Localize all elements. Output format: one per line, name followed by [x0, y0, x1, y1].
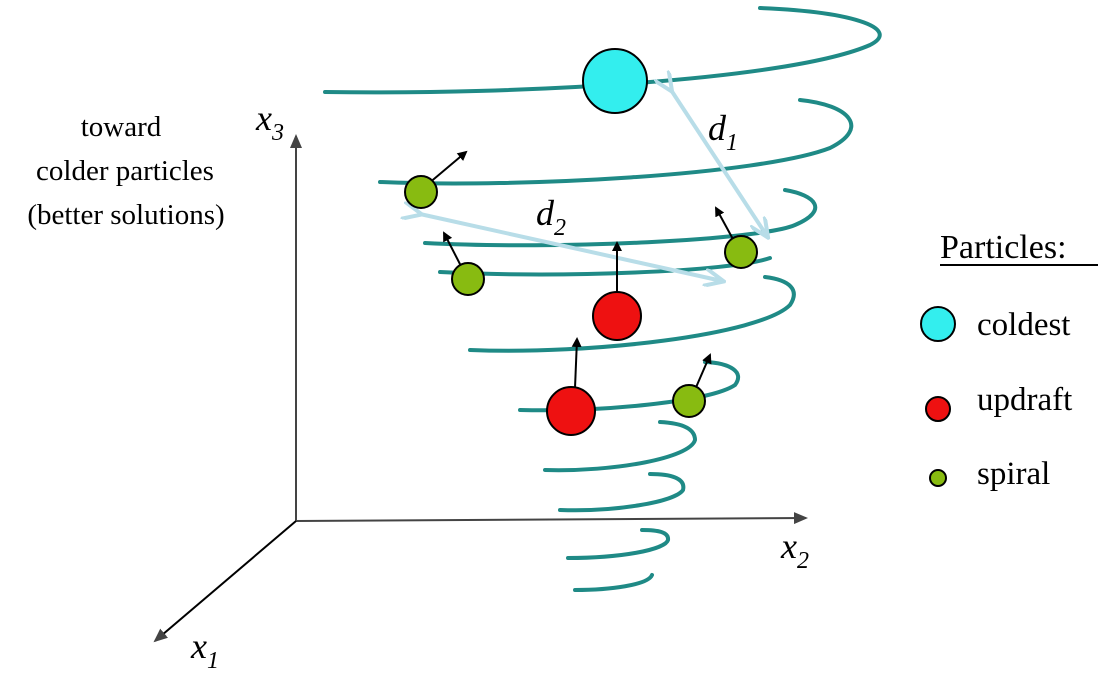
spiral-arrow-1 [427, 150, 468, 185]
d1-arrow [671, 90, 767, 236]
legend-swatch-updraft [925, 396, 951, 422]
x3-axis-label: x3 [255, 98, 284, 146]
x2-axis-label: x2 [780, 526, 809, 574]
legend: Particles: coldest updraft spiral [920, 229, 1098, 492]
legend-title: Particles: [940, 229, 1067, 266]
spiral-ring-2 [378, 98, 854, 186]
legend-label-coldest: coldest [977, 307, 1070, 343]
updraft-arrow-2 [571, 337, 582, 389]
legend-label-updraft: updraft [977, 382, 1072, 418]
axes [153, 134, 808, 643]
spiral-particle-3 [724, 235, 758, 269]
x1-axis-line [153, 520, 297, 643]
distance-labels: d1 d2 [536, 108, 738, 241]
axis-labels: x3 x2 x1 [190, 98, 809, 674]
spiral-particle-2 [451, 262, 485, 296]
coldest-particle [582, 48, 648, 114]
legend-label-spiral: spiral [977, 456, 1050, 492]
side-note-line-3: (better solutions) [27, 199, 224, 231]
d1-label: d1 [708, 108, 738, 156]
side-note-line-2: colder particles [36, 155, 214, 187]
spiral-ring-10 [573, 573, 654, 592]
updraft-particle-1 [592, 291, 642, 341]
legend-swatch-coldest [920, 306, 956, 342]
spiral-ring-1 [323, 6, 882, 95]
d2-arrow [420, 214, 722, 281]
updraft-particle-2 [546, 386, 596, 436]
x2-axis-line [295, 512, 808, 525]
side-note: toward colder particles (better solution… [27, 111, 224, 231]
distance-arrows [420, 90, 767, 281]
spiral-arrow-2 [443, 231, 463, 269]
spiral-ring-4 [438, 256, 772, 277]
legend-swatch-spiral [929, 469, 947, 487]
spiral-ring-7 [543, 420, 698, 473]
spiral-particle-1 [404, 175, 438, 209]
side-note-line-1: toward [81, 111, 162, 143]
spiral-ring-9 [566, 528, 670, 560]
spiral-particle-4 [672, 384, 706, 418]
spiral-ring-5 [468, 275, 796, 353]
spiral-ring-8 [558, 472, 686, 513]
spiral-arrow-3 [715, 206, 735, 242]
d2-label: d2 [536, 193, 566, 241]
x1-axis-label: x1 [190, 626, 219, 674]
particles [404, 48, 758, 436]
